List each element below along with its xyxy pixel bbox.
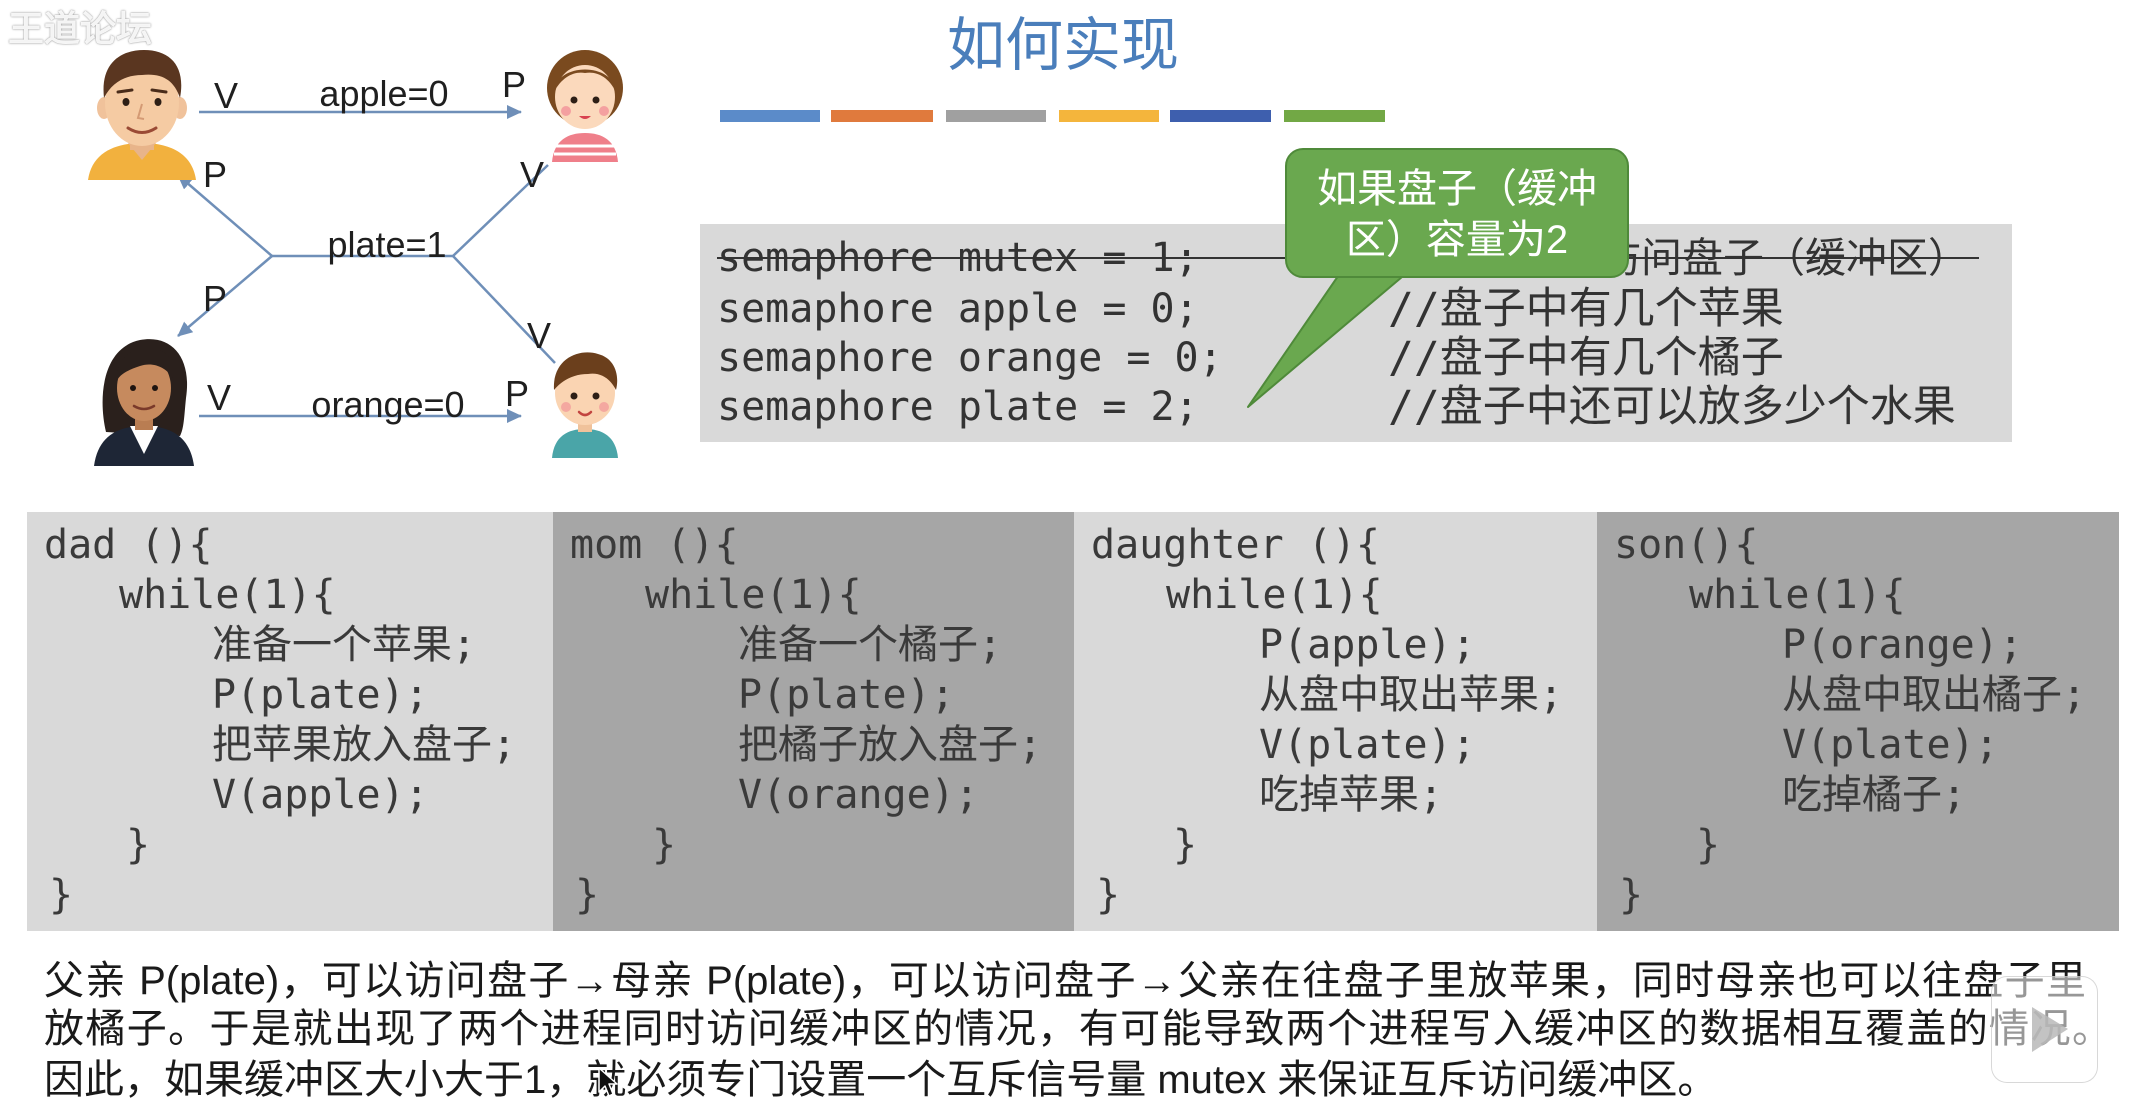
explanation-line: 放橘子。于是就出现了两个进程同时访问缓冲区的情况，有可能导致两个进程写入缓冲区的… (44, 1007, 2112, 1051)
mom-code-panel: mom (){ while(1){ 准备一个橘子; P(plate); 把橘子放… (553, 512, 1074, 931)
plate-to-mom-arrow (177, 255, 273, 337)
orange-p-label: P (504, 373, 530, 414)
code-line: } (652, 822, 677, 868)
code-line: V(orange); (738, 772, 979, 818)
code-line: } (575, 872, 600, 918)
watermark-logo: 王道论坛 (8, 9, 153, 50)
semaphore-plate-comment: //盘子中还可以放多少个水果 (1388, 382, 1956, 432)
color-strip (1059, 110, 1159, 122)
plate-mom-p-label: P (202, 278, 228, 319)
plate-dad-p-label: P (202, 154, 228, 195)
code-line: daughter (){ (1091, 522, 1380, 568)
code-line: 准备一个苹果; (212, 622, 477, 668)
code-line: while(1){ (645, 572, 862, 618)
code-line: 吃掉苹果; (1259, 772, 1444, 818)
plate-to-dad-arrow (177, 174, 273, 257)
code-line: } (1619, 872, 1644, 918)
callout-tail (1247, 265, 1416, 408)
slide-title: 如何实现 (946, 13, 1179, 78)
plate-daughter-v-label: V (519, 154, 545, 195)
code-line: V(plate); (1782, 722, 1999, 768)
dad-avatar-icon (88, 50, 196, 180)
explanation-line: 因此，如果缓冲区大小大于1，就必须专门设置一个互斥信号量 mutex 来保证互斥… (44, 1058, 1718, 1102)
apple-v-label: V (213, 75, 239, 116)
semaphore-orange-comment: //盘子中有几个橘子 (1388, 333, 1784, 383)
orange-value-label: orange=0 (311, 384, 465, 425)
color-strip (831, 110, 933, 122)
callout-line: 区）容量为2 (1345, 218, 1569, 262)
code-line: while(1){ (1166, 572, 1383, 618)
son-avatar-icon (552, 352, 618, 458)
code-line: son(){ (1614, 522, 1759, 568)
play-icon[interactable] (1992, 977, 2097, 1082)
semaphore-apple-line: semaphore apple = 0; (717, 286, 1199, 332)
code-line: } (49, 872, 74, 918)
code-line: V(apple); (212, 772, 429, 818)
color-strip (720, 110, 820, 122)
mom-avatar-icon (94, 339, 194, 466)
play-button[interactable] (1991, 976, 2098, 1083)
code-line: P(plate); (212, 672, 429, 718)
explanation-line: 父亲 P(plate)，可以访问盘子→母亲 P(plate)，可以访问盘子→父亲… (44, 959, 2086, 1003)
apple-p-label: P (501, 64, 527, 105)
semaphore-apple-comment: //盘子中有几个苹果 (1388, 284, 1784, 334)
callout-bubble: 如果盘子（缓冲 区）容量为2 (1285, 148, 1629, 278)
plate-son-v-label: V (526, 315, 552, 356)
code-line: P(orange); (1782, 622, 2023, 668)
code-line: 把橘子放入盘子; (738, 722, 1043, 768)
orange-v-label: V (206, 377, 232, 418)
code-line: mom (){ (570, 522, 739, 568)
code-line: } (1696, 822, 1721, 868)
code-line: 吃掉橘子; (1782, 772, 1967, 818)
code-line: P(plate); (738, 672, 955, 718)
daughter-code-panel: daughter (){ while(1){ P(apple); 从盘中取出苹果… (1074, 512, 1597, 931)
color-strip (1284, 110, 1385, 122)
apple-value-label: apple=0 (319, 73, 449, 114)
plate-value-label: plate=1 (327, 224, 447, 265)
code-line: 从盘中取出苹果; (1259, 672, 1564, 718)
code-line: 从盘中取出橘子; (1782, 672, 2087, 718)
son-to-plate-line (452, 255, 556, 364)
daughter-avatar-icon (547, 50, 623, 162)
code-line: P(apple); (1259, 622, 1476, 668)
mouse-cursor-icon (598, 1067, 618, 1097)
code-line: while(1){ (1689, 572, 1906, 618)
code-line: 准备一个橘子; (738, 622, 1003, 668)
semaphore-orange-line: semaphore orange = 0; (717, 335, 1223, 381)
dad-code-panel: dad (){ while(1){ 准备一个苹果; P(plate); 把苹果放… (27, 512, 553, 931)
code-line: } (1173, 822, 1198, 868)
code-line: while(1){ (119, 572, 336, 618)
code-line: V(plate); (1259, 722, 1476, 768)
daughter-to-plate-line (452, 164, 549, 257)
code-line: } (126, 822, 151, 868)
semaphore-plate-line: semaphore plate = 2; (717, 384, 1199, 430)
process-diagram (177, 105, 556, 423)
color-strip (946, 110, 1046, 122)
color-strip (1170, 110, 1271, 122)
callout-line: 如果盘子（缓冲 (1317, 167, 1597, 211)
son-code-panel: son(){ while(1){ P(orange); 从盘中取出橘子; V(p… (1597, 512, 2119, 931)
code-line: dad (){ (44, 522, 213, 568)
code-line: } (1096, 872, 1121, 918)
code-line: 把苹果放入盘子; (212, 722, 517, 768)
